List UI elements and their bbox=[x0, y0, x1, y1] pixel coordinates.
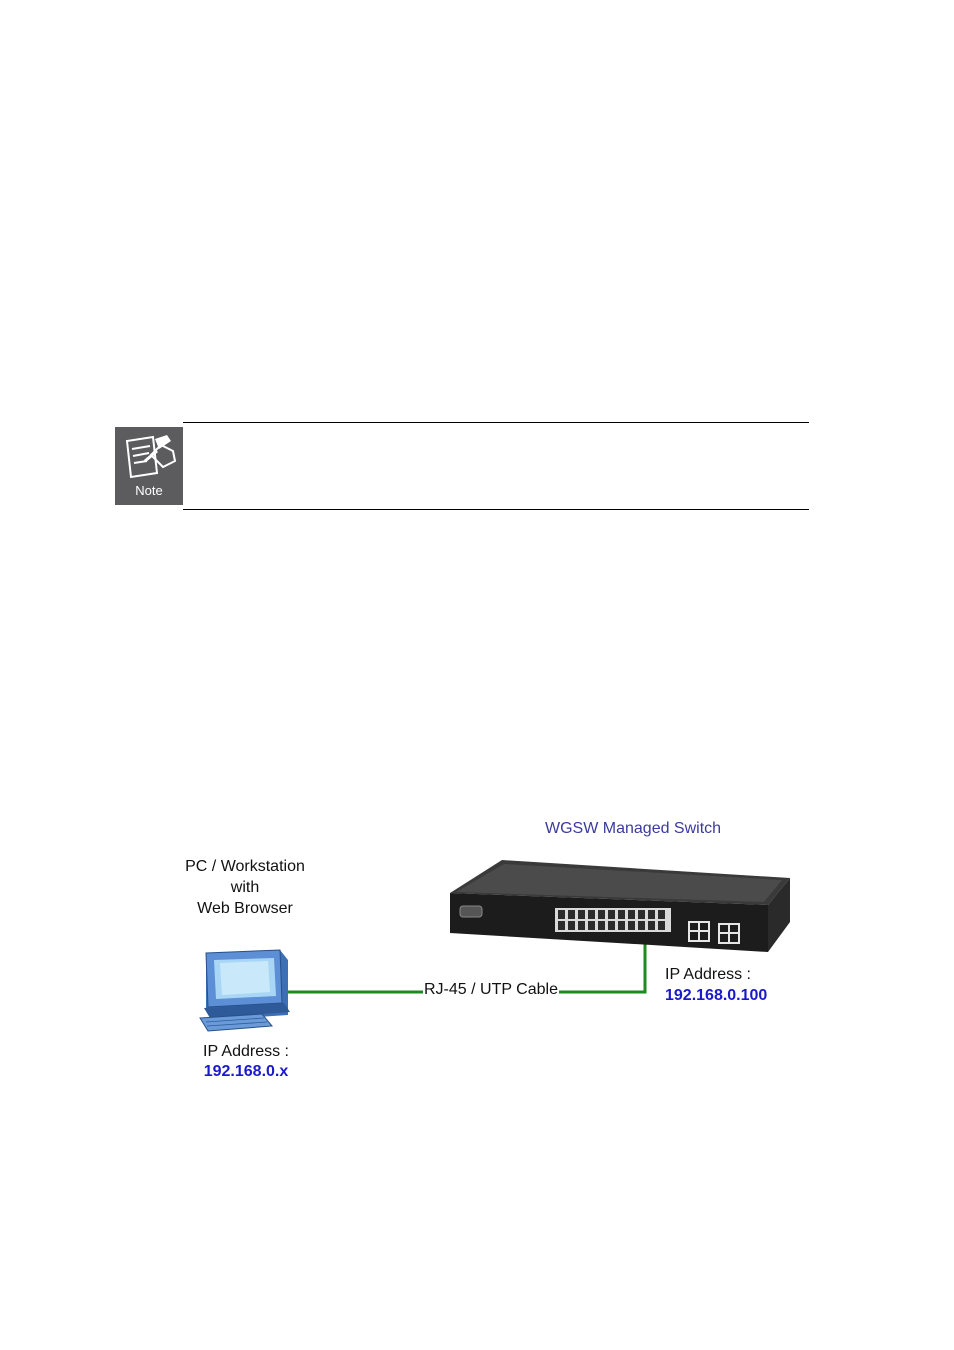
note-pencil-icon bbox=[125, 435, 177, 479]
pc-title-line3: Web Browser bbox=[197, 900, 293, 917]
note-icon: Note bbox=[115, 427, 183, 505]
note-label: Note bbox=[135, 483, 163, 498]
switch-title: WGSW Managed Switch bbox=[545, 820, 722, 837]
pc-title-line1: PC / Workstation bbox=[185, 858, 305, 875]
pc-ip-value: 192.168.0.x bbox=[203, 1063, 289, 1080]
pc-title-line2: with bbox=[230, 879, 260, 896]
managed-switch-icon bbox=[450, 860, 790, 952]
switch-ip-label: IP Address : bbox=[665, 966, 751, 983]
note-bottom-rule bbox=[183, 509, 809, 510]
pc-ip-label: IP Address : bbox=[203, 1043, 289, 1060]
cable-label: RJ-45 / UTP Cable bbox=[423, 981, 559, 999]
switch-ip-value: 192.168.0.100 bbox=[665, 987, 768, 1004]
pc-title: PC / Workstation with Web Browser bbox=[172, 856, 318, 919]
pc-workstation-icon bbox=[199, 949, 290, 1032]
note-top-rule bbox=[183, 422, 809, 423]
cable-line bbox=[288, 936, 647, 994]
